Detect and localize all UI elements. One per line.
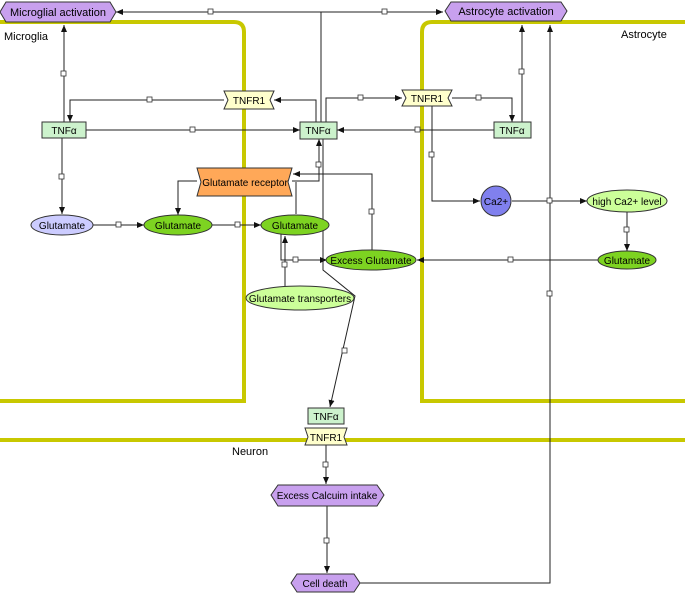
edge-tnfa-to-tnfr1-right [325, 95, 402, 122]
edge-tnfr1-left-to-tnfa-left [67, 99, 224, 122]
tnfa-left-label: TNFα [51, 126, 76, 137]
microglia-label: Microglia [4, 31, 49, 43]
node-glutamate-transporters[interactable]: Glutamate transporters [245, 285, 355, 311]
glutamate-transporters-label: Glutamate transporters [249, 294, 351, 305]
node-excess-glutamate[interactable]: Excess Glutamate [325, 249, 417, 271]
tnfr1-left-label: TNFR1 [233, 96, 266, 107]
glutamate-right-label: Glutamate [272, 221, 319, 232]
ca2-label: Ca2+ [484, 197, 508, 208]
node-glutamate-mid[interactable]: Glutamate [143, 214, 213, 236]
node-tnfr1-left[interactable]: TNFR1 [223, 90, 275, 110]
node-tnfr1-right[interactable]: TNFR1 [401, 89, 453, 107]
edge-tnfr1-right-to-ca2 [431, 106, 480, 204]
node-glutamate-receptor[interactable]: Glutamate receptor [196, 167, 293, 197]
microglial-activation-label: Microglial activation [10, 7, 106, 19]
node-microglial-activation[interactable]: Microglial activation [0, 1, 117, 23]
edges [58, 8, 630, 584]
node-tnfa-center[interactable]: TNFα [299, 121, 338, 140]
edge-receptor-to-glutamate-mid [175, 180, 197, 215]
node-tnfa-neuron[interactable]: TNFα [307, 407, 345, 425]
glutamate-astro-label: Glutamate [604, 256, 651, 267]
tnfa-center-label: TNFα [305, 126, 330, 137]
node-tnfr1-neuron[interactable]: TNFR1 [304, 427, 348, 446]
tnfr1-neuron-label: TNFR1 [310, 433, 343, 444]
edge-tnfr1-right-to-tnfa-right [452, 97, 515, 122]
node-ca2[interactable]: Ca2+ [480, 185, 512, 217]
glutamate-receptor-label: Glutamate receptor [202, 178, 288, 189]
glutamate-mid-label: Glutamate [155, 221, 202, 232]
astrocyte-activation-label: Astrocyte activation [458, 6, 553, 18]
node-high-ca2-level[interactable]: high Ca2+ level [586, 189, 668, 213]
microglia-compartment [0, 20, 246, 403]
glutamate-blue-label: Glutamate [39, 221, 86, 232]
astrocyte-label: Astrocyte [621, 29, 667, 41]
edge-cell-death-to-astrocyte-activation [360, 25, 553, 584]
node-glutamate-blue[interactable]: Glutamate [30, 214, 94, 236]
node-tnfa-right[interactable]: TNFα [493, 121, 532, 139]
tnfa-neuron-label: TNFα [313, 412, 338, 423]
excess-glutamate-label: Excess Glutamate [330, 256, 412, 267]
cell-death-label: Cell death [302, 579, 347, 590]
edge-receptor-to-tnfa [292, 139, 322, 182]
astrocyte-compartment [420, 20, 685, 403]
excess-calcium-intake-label: Excess Calcuim intake [277, 491, 378, 502]
edge-tnfa-to-microglial-activation [116, 9, 322, 122]
tnfa-right-label: TNFα [499, 126, 524, 137]
edge-tnfa-to-tnfa-neuron [322, 139, 356, 408]
node-glutamate-astro[interactable]: Glutamate [597, 250, 657, 270]
node-glutamate-right[interactable]: Glutamate [260, 214, 330, 236]
edge-tnfa-to-tnfr1-left [274, 97, 317, 122]
node-excess-calcium-intake[interactable]: Excess Calcuim intake [270, 484, 385, 507]
node-tnfa-left[interactable]: TNFα [41, 121, 87, 139]
edge-excess-glutamate-to-receptor [293, 171, 373, 250]
node-astrocyte-activation[interactable]: Astrocyte activation [444, 1, 568, 22]
node-cell-death[interactable]: Cell death [290, 573, 361, 593]
high-ca2-level-label: high Ca2+ level [592, 197, 661, 208]
tnfr1-right-label: TNFR1 [411, 94, 444, 105]
edge-glutamate-right-to-excess [280, 234, 327, 263]
neuron-label: Neuron [232, 446, 268, 458]
